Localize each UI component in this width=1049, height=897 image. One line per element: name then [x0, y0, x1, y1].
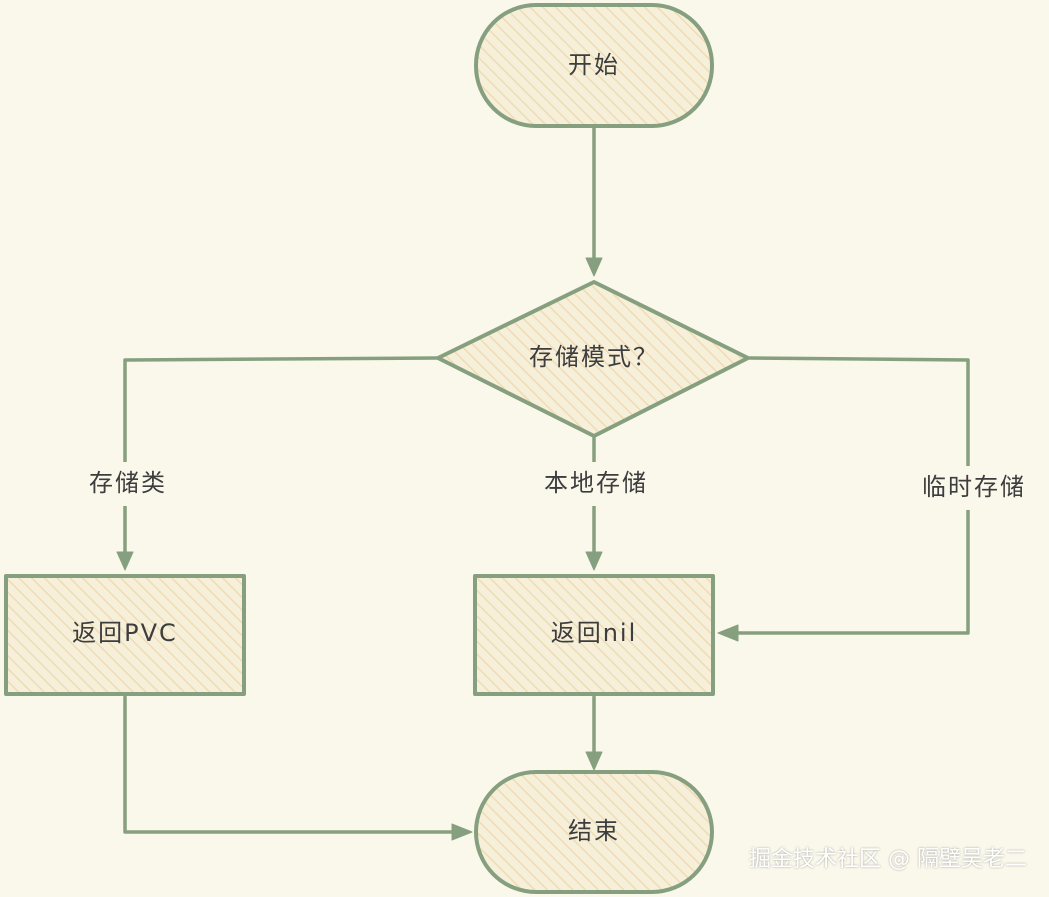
edge-label-storage-class: 存储类: [89, 469, 167, 497]
edge-return-pvc-to-end: [123, 695, 457, 834]
edge-label-temp-storage: 临时存储: [922, 473, 1026, 501]
return-pvc-node: [4, 574, 246, 696]
decision-node-label: 存储模式？: [529, 343, 659, 371]
decision-node: [436, 280, 750, 438]
start-node: [474, 3, 714, 128]
arrowhead-to-return-pvc: [116, 551, 134, 571]
arrowhead-pvc-to-end: [451, 823, 473, 841]
edge-decision-to-return-pvc: [123, 356, 440, 558]
return-pvc-node-label: 返回PVC: [72, 619, 178, 647]
edge-label-local-storage: 本地存储: [544, 469, 648, 497]
arrowhead-to-return-nil: [585, 551, 603, 571]
watermark: 掘金技术社区 @ 隔壁吴老二: [749, 847, 1027, 872]
end-node-label: 结束: [568, 817, 620, 845]
end-node: [474, 770, 714, 894]
start-node-label: 开始: [568, 51, 620, 79]
arrowhead-start-to-decision: [585, 257, 603, 277]
arrowhead-temp-to-return-nil: [717, 624, 739, 642]
arrowhead-nil-to-end: [585, 751, 603, 771]
return-nil-node: [473, 574, 715, 696]
return-nil-node-label: 返回nil: [551, 619, 638, 647]
